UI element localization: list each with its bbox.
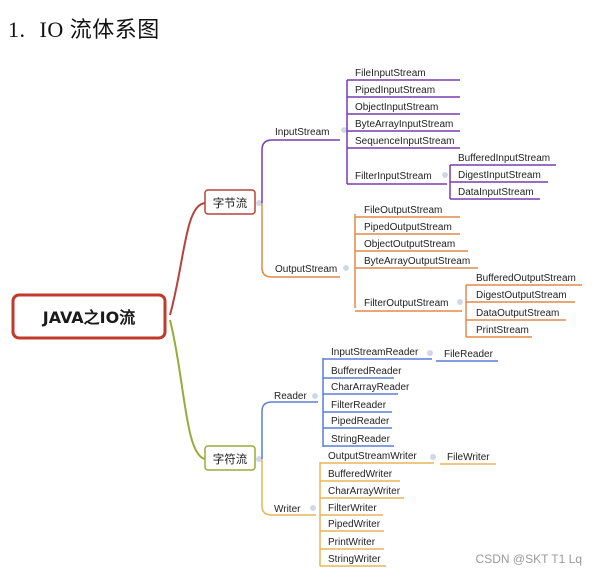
outputstreamwriter-collapse-dot xyxy=(430,454,436,460)
sequenceinputstream-label: SequenceInputStream xyxy=(355,136,455,147)
filterreader-label: FilterReader xyxy=(331,400,387,411)
reader-label: Reader xyxy=(274,391,307,402)
stringwriter-label: StringWriter xyxy=(328,554,381,565)
pipedoutputstream-label: PipedOutputStream xyxy=(364,222,452,233)
filterinputstream-label: FilterInputStream xyxy=(355,171,432,182)
edge-char-reader xyxy=(261,401,318,459)
root-node-box xyxy=(11,293,167,340)
inputstream-collapse-dot xyxy=(341,127,347,133)
digestinputstream-label: DigestInputStream xyxy=(458,170,541,181)
section-heading: 1. IO 流体系图 xyxy=(8,12,160,44)
root-node-label: JAVA之IO流 xyxy=(42,308,136,327)
bufferedreader-label: BufferedReader xyxy=(331,366,402,377)
stringreader-label: StringReader xyxy=(331,434,391,445)
filereader-label: FileReader xyxy=(444,349,494,360)
edge-root-char xyxy=(169,319,206,460)
pipedwriter-label: PipedWriter xyxy=(328,519,381,530)
pipedreader-label: PipedReader xyxy=(331,416,390,427)
char-stream-node xyxy=(204,445,256,471)
bufferedoutputstream-label: BufferedOutputStream xyxy=(476,273,576,284)
pipedinputstream-label: PipedInputStream xyxy=(355,85,435,96)
dataoutputstream-label: DataOutputStream xyxy=(476,308,559,319)
inputstreamreader-label: InputStreamReader xyxy=(331,347,419,358)
bytearrayoutputstream-label: ByteArrayOutputStream xyxy=(364,256,470,267)
byte-stream-label: 字节流 xyxy=(213,196,248,210)
chararrayreader-label: CharArrayReader xyxy=(331,382,410,393)
fileoutputstream-label: FileOutputStream xyxy=(364,205,442,216)
filterinputstream-collapse-dot xyxy=(442,172,448,178)
outputstreamwriter-label: OutputStreamWriter xyxy=(328,451,417,462)
char-stream-label: 字符流 xyxy=(213,452,248,466)
filteroutputstream-collapse-dot xyxy=(457,299,463,305)
writer-collapse-dot xyxy=(310,505,316,511)
reader-collapse-dot xyxy=(312,393,318,399)
byte-stream-node xyxy=(204,189,256,215)
edge-char-writer xyxy=(261,459,316,516)
printstream-label: PrintStream xyxy=(476,325,529,336)
datainputstream-label: DataInputStream xyxy=(458,187,534,198)
edge-byte-input xyxy=(261,139,340,203)
filewriter-label: FileWriter xyxy=(447,452,490,463)
bufferedinputstream-label: BufferedInputStream xyxy=(458,153,550,164)
char-stream-collapse-dot xyxy=(256,456,262,462)
edge-byte-output xyxy=(261,203,340,278)
section-number: 1. xyxy=(8,17,26,42)
objectoutputstream-label: ObjectOutputStream xyxy=(364,239,455,250)
inputstream-label: InputStream xyxy=(275,127,329,138)
filteroutputstream-label: FilterOutputStream xyxy=(364,298,448,309)
digestoutputstream-label: DigestOutputStream xyxy=(476,290,567,301)
inputstreamreader-collapse-dot xyxy=(427,350,433,356)
writer-label: Writer xyxy=(274,504,301,515)
section-title: IO 流体系图 xyxy=(39,17,160,42)
filterwriter-label: FilterWriter xyxy=(328,503,377,514)
bufferedwriter-label: BufferedWriter xyxy=(328,469,393,480)
bytearrayinputstream-label: ByteArrayInputStream xyxy=(355,119,453,130)
edge-root-byte xyxy=(169,202,206,316)
chararraywriter-label: CharArrayWriter xyxy=(328,486,401,497)
byte-stream-collapse-dot xyxy=(256,200,262,206)
fileinputstream-label: FileInputStream xyxy=(355,68,426,79)
printwriter-label: PrintWriter xyxy=(328,537,376,548)
watermark: CSDN @SKT T1 Lq xyxy=(475,552,582,566)
outputstream-collapse-dot xyxy=(343,265,349,271)
outputstream-label: OutputStream xyxy=(275,264,337,275)
objectinputstream-label: ObjectInputStream xyxy=(355,102,438,113)
